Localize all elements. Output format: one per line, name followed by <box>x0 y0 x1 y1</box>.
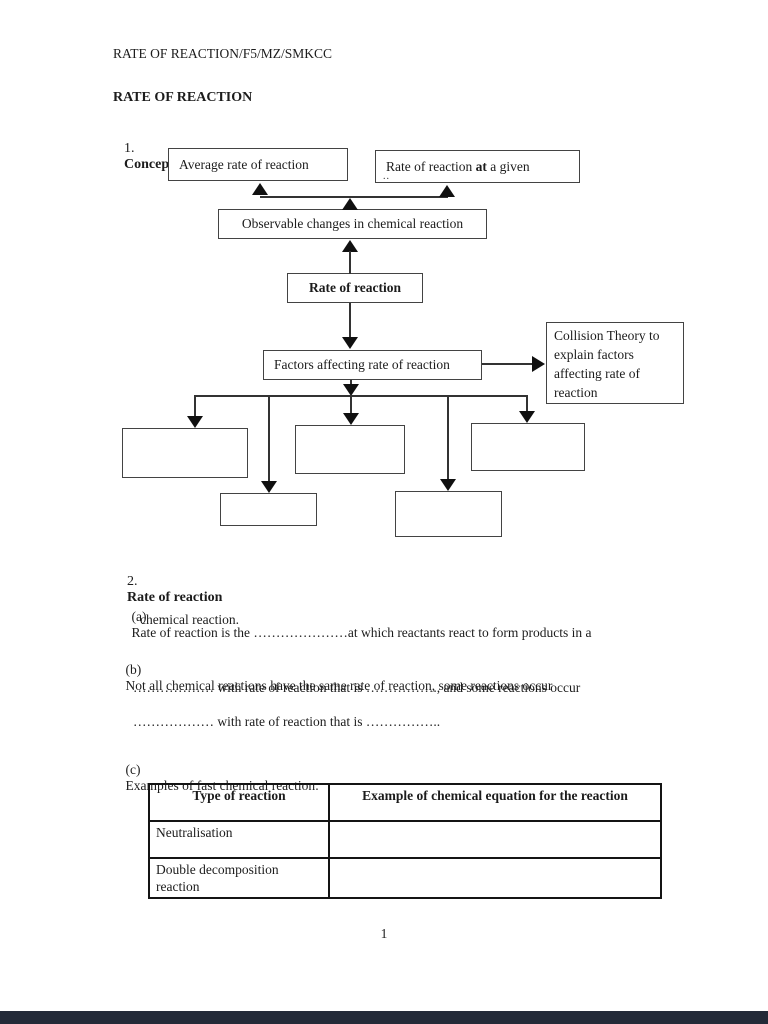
item-b-line2: ……………… with rate of reaction that is ………… <box>133 680 581 695</box>
connector-line <box>526 395 528 412</box>
arrow-right-icon <box>532 356 545 372</box>
document-title: RATE OF REACTION <box>113 90 253 105</box>
connector-line <box>350 380 352 386</box>
arrow-down-icon <box>342 337 358 349</box>
item-a-label: (a) <box>131 609 147 624</box>
section-2-title: Rate of reaction <box>127 590 223 605</box>
box-note-dots: .. <box>383 170 390 182</box>
table-header-type: Type of reaction <box>148 783 330 822</box>
arrow-down-icon <box>261 481 277 493</box>
table-cell-type: Double decomposition reaction <box>148 857 330 899</box>
connector-line <box>268 395 270 481</box>
arrow-down-icon <box>343 413 359 425</box>
section-2-heading: 2. Rate of reaction <box>113 558 222 622</box>
table-cell-example <box>328 820 662 859</box>
empty-box-4 <box>220 493 317 526</box>
box-rate-of-reaction-label: Rate of reaction <box>309 280 401 296</box>
document-header: RATE OF REACTION/F5/MZ/SMKCC <box>113 46 333 61</box>
table-cell-type: Neutralisation <box>148 820 330 859</box>
reaction-examples-table: Type of reaction Example of chemical equ… <box>148 783 662 899</box>
arrow-down-icon <box>187 416 203 428</box>
table-row: Double decomposition reaction <box>148 857 662 899</box>
empty-box-2 <box>295 425 405 474</box>
box-collision-theory: Collision Theory to explain factors affe… <box>546 322 684 404</box>
table-row: Neutralisation <box>148 820 662 859</box>
item-b-label: (b) <box>125 662 142 677</box>
viewer-bottom-bar <box>0 1011 768 1024</box>
box-factors-label: Factors affecting rate of reaction <box>274 357 450 373</box>
arrow-down-icon <box>519 411 535 423</box>
arrow-up-icon <box>342 198 358 210</box>
item-c-label: (c) <box>125 762 141 777</box>
connector-line <box>350 395 352 414</box>
empty-box-3 <box>471 423 585 471</box>
connector-line <box>195 395 528 397</box>
item-b-line3: ……………… with rate of reaction that is ………… <box>133 714 441 729</box>
box-average-rate: Average rate of reaction <box>168 148 348 181</box>
empty-box-1 <box>122 428 248 478</box>
box-observable-changes-label: Observable changes in chemical reaction <box>241 216 464 232</box>
connector-line <box>447 395 449 479</box>
section-2-number: 2. <box>127 574 138 589</box>
item-b-line1: (b) Not all chemical reactions have the … <box>125 662 553 693</box>
box-factors: Factors affecting rate of reaction <box>263 350 482 380</box>
box-average-rate-label: Average rate of reaction <box>179 156 309 172</box>
item-a-line2: chemical reaction. <box>140 612 239 627</box>
table-cell-example <box>328 857 662 899</box>
empty-box-5 <box>395 491 502 537</box>
section-1-number: 1. <box>124 141 135 156</box>
arrow-up-icon <box>439 185 455 197</box>
arrow-up-icon <box>252 183 268 195</box>
table-header-row: Type of reaction Example of chemical equ… <box>148 783 662 822</box>
connector-line <box>194 395 196 417</box>
connector-line <box>349 303 351 338</box>
arrow-up-icon <box>342 240 358 252</box>
table-header-example: Example of chemical equation for the rea… <box>328 783 662 822</box>
arrow-down-icon <box>440 479 456 491</box>
arrow-down-icon <box>343 384 359 396</box>
box-rate-at-given-time: Rate of reaction at a given .. <box>375 150 580 183</box>
connector-line <box>482 363 534 365</box>
box-rate-of-reaction: Rate of reaction <box>287 273 423 303</box>
box-observable-changes: Observable changes in chemical reaction <box>218 209 487 239</box>
page-number: 1 <box>380 926 388 941</box>
box-collision-theory-label: Collision Theory to explain factors affe… <box>554 328 660 400</box>
box-rate-at-given-time-label: Rate of reaction at a given <box>386 158 530 174</box>
connector-line <box>349 251 351 274</box>
item-a-line1: (a) Rate of reaction is the …………………at wh… <box>131 609 592 640</box>
connector-line <box>260 196 448 198</box>
